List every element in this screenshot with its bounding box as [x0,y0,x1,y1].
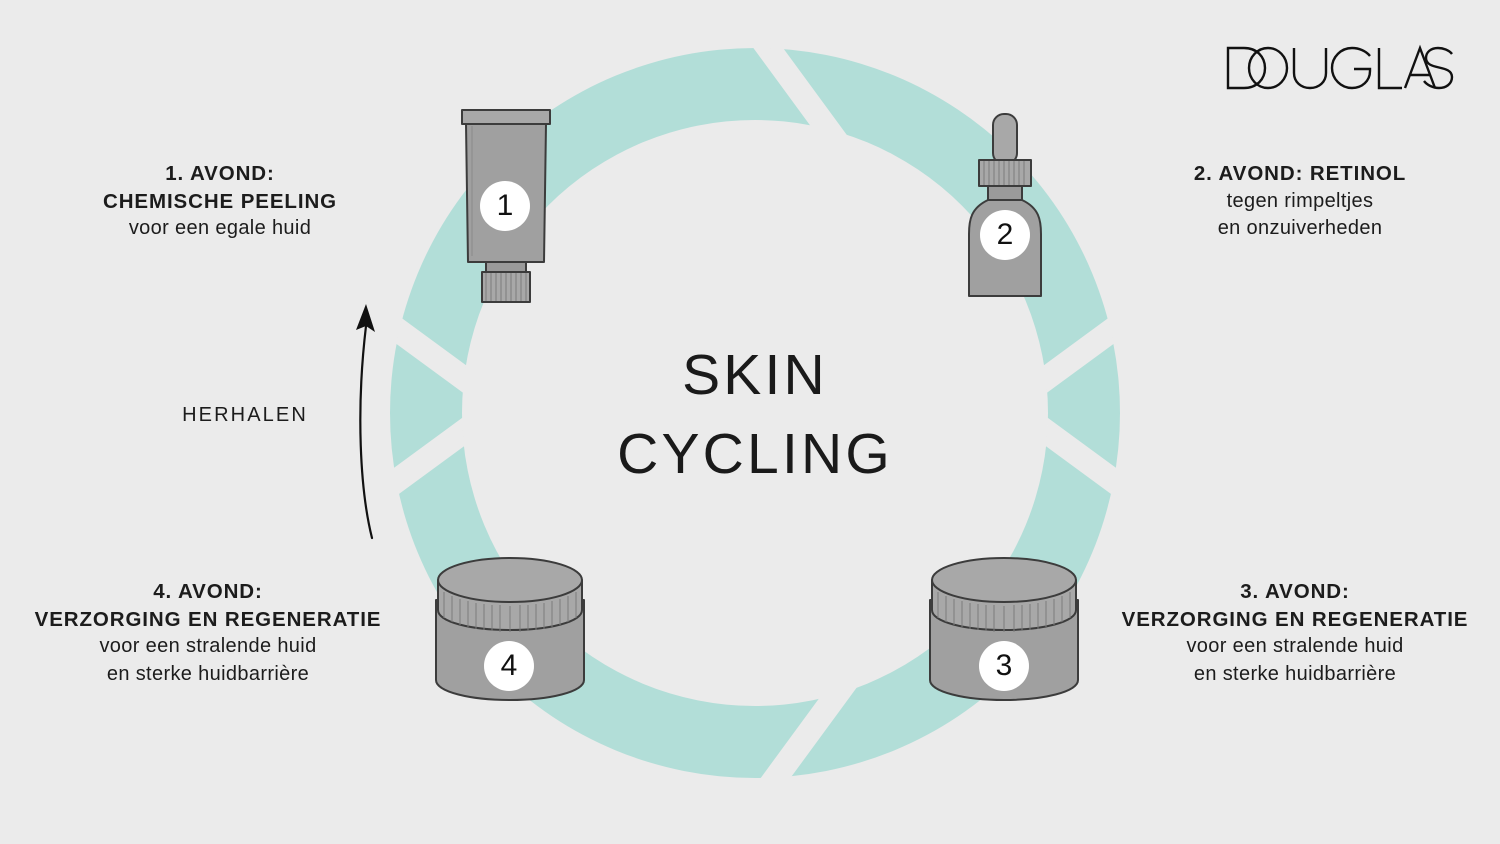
step-3-heading-line-1: 3. AVOND: [1240,580,1350,603]
step-1-heading-line-2: CHEMISCHE PEELING [103,189,337,213]
dropper-bottle-icon [968,113,1042,297]
step-4-heading-line-2: VERZORGING EN REGENERATIE [34,607,382,631]
step-2-sub-line-1: tegen rimpeltjes [1226,189,1374,212]
step-3-sub-line-1: voor een stralende huid [1186,635,1404,658]
step-3-heading-line-2: VERZORGING EN REGENERATIE [1121,607,1469,631]
douglas-logo [1226,44,1454,90]
step-badge-3: 3 [979,641,1029,691]
step-1-heading-line-1: 1. AVOND: [165,162,275,185]
step-3-sub-line-2: en sterke huidbarrière [1193,662,1397,685]
step-4-sub-line-2: en sterke huidbarrière [106,662,310,685]
page-title-line-1: SKIN [682,343,828,407]
step-4-sub-line-1: voor een stralende huid [99,635,317,658]
step-label-4: 4. AVOND: VERZORGING EN REGENERATIE voor… [8,578,408,689]
step-2-heading-line-1: 2. AVOND: RETINOL [1193,162,1407,185]
step-label-3: 3. AVOND: VERZORGING EN REGENERATIE voor… [1095,578,1495,689]
step-label-2: 2. AVOND: RETINOL tegen rimpeltjes en on… [1110,160,1490,243]
step-badge-1: 1 [480,181,530,231]
repeat-label: HERHALEN [182,404,308,426]
step-badge-4: 4 [484,641,534,691]
page-title: SKIN CYCLING [525,336,985,493]
step-2-sub-line-2: en onzuiverheden [1217,217,1383,240]
step-badge-2: 2 [980,210,1030,260]
repeat-arrow-icon [356,304,375,540]
page-title-line-2: CYCLING [617,421,893,486]
step-1-sub-line-1: voor een egale huid [128,217,312,240]
step-label-1: 1. AVOND: CHEMISCHE PEELING voor een ega… [20,160,420,243]
step-4-heading-line-1: 4. AVOND: [153,580,263,603]
